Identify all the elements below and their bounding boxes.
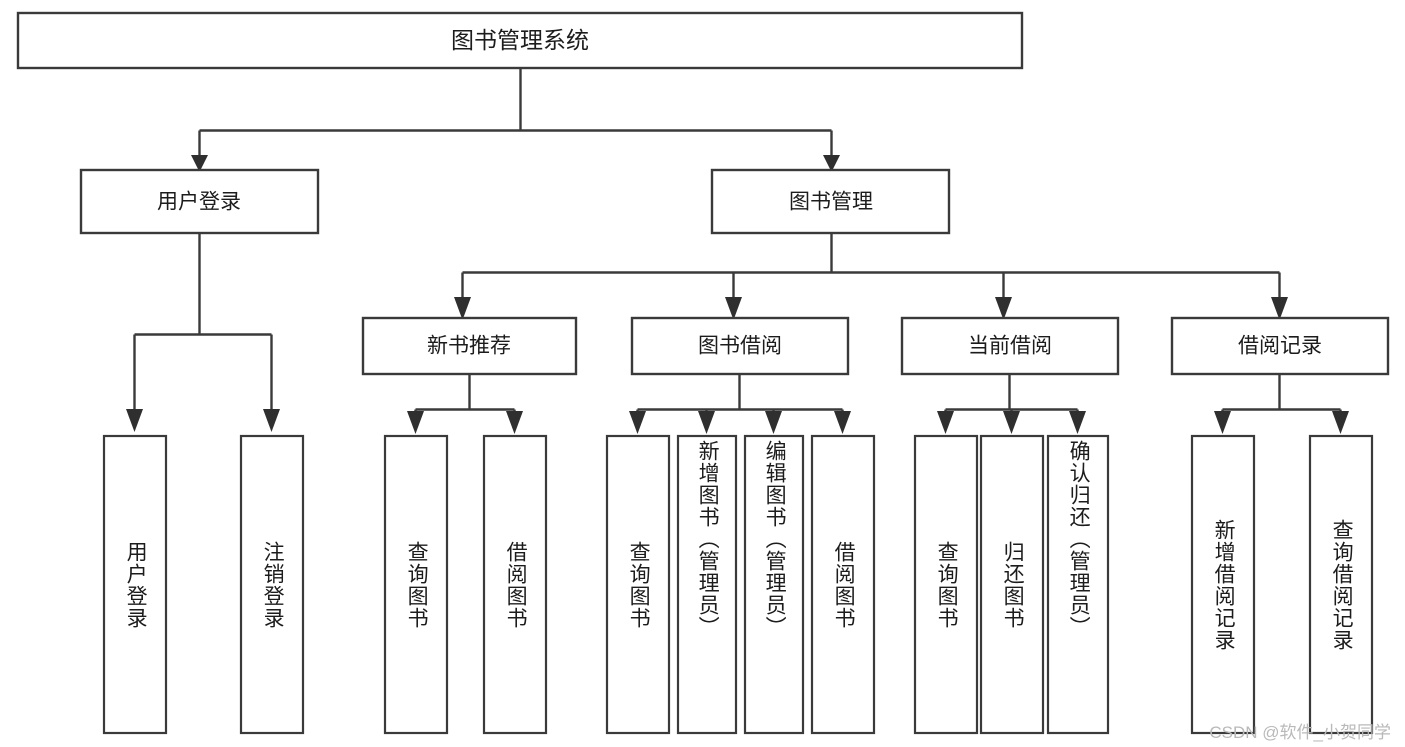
arrow-head-leaf-query-book-2: [629, 411, 646, 434]
arrow-head-leaf-borrow-book-2: [834, 411, 851, 434]
node-label-current-borrow: 当前借阅: [968, 335, 1052, 358]
node-label-book-borrow: 图书借阅: [698, 335, 782, 358]
node-box-leaf-query-book-2[interactable]: [605, 434, 671, 735]
node-box-leaf-add-record[interactable]: [1190, 434, 1256, 735]
node-label-root: 图书管理系统: [451, 27, 589, 53]
node-box-leaf-add-book[interactable]: [676, 434, 738, 735]
node-label-user-login: 用户登录: [157, 191, 241, 214]
node-box-book-management[interactable]: [710, 168, 951, 235]
arrow-head-leaf-query-book-1: [407, 411, 424, 434]
node-box-leaf-return-book[interactable]: [979, 434, 1045, 735]
node-box-current-borrow[interactable]: [900, 316, 1120, 376]
connector-layer: [126, 68, 1349, 434]
arrow-head-leaf-query-book-3: [937, 411, 954, 434]
node-box-leaf-borrow-book-2[interactable]: [810, 434, 876, 735]
arrow-head-leaf-add-book: [698, 411, 715, 434]
arrow-head-book-management: [823, 155, 840, 172]
arrow-head-leaf-edit-book: [765, 411, 782, 434]
node-box-leaf-borrow-book-1[interactable]: [482, 434, 548, 735]
arrow-head-leaf-borrow-book-1: [506, 411, 523, 434]
node-box-root[interactable]: [16, 11, 1024, 70]
arrow-head-new-book-recommend: [454, 297, 471, 320]
node-box-leaf-edit-book[interactable]: [743, 434, 805, 735]
node-box-leaf-confirm-return[interactable]: [1046, 434, 1110, 735]
arrow-head-leaf-user-login: [126, 409, 143, 432]
arrow-head-book-borrow: [725, 297, 742, 320]
node-box-leaf-query-book-1[interactable]: [383, 434, 449, 735]
node-label-new-book-recommend: 新书推荐: [427, 335, 511, 358]
node-box-leaf-query-record[interactable]: [1308, 434, 1374, 735]
arrow-head-leaf-logout: [263, 409, 280, 432]
node-box-leaf-user-login[interactable]: [102, 434, 168, 735]
arrow-head-current-borrow: [995, 297, 1012, 320]
arrow-head-borrow-record: [1271, 297, 1288, 320]
node-label-book-management: 图书管理: [789, 191, 873, 214]
arrow-head-leaf-add-record: [1214, 411, 1231, 434]
arrow-head-user-login: [191, 155, 208, 172]
node-layer: 图书管理系统 用户登录 图书管理 新书推荐 图书借阅 当前借阅 借阅记录: [16, 11, 1390, 735]
arrow-head-leaf-confirm-return: [1069, 411, 1086, 434]
node-box-leaf-query-book-3[interactable]: [913, 434, 979, 735]
node-box-book-borrow[interactable]: [630, 316, 850, 376]
node-box-user-login[interactable]: [79, 168, 320, 235]
watermark-text: CSDN @软件_小贺同学: [1209, 723, 1391, 742]
node-label-borrow-record: 借阅记录: [1238, 335, 1322, 358]
node-box-new-book-recommend[interactable]: [361, 316, 578, 376]
node-box-leaf-logout[interactable]: [239, 434, 305, 735]
arrow-head-leaf-query-record: [1332, 411, 1349, 434]
arrow-head-leaf-return-book: [1003, 411, 1020, 434]
node-box-borrow-record[interactable]: [1170, 316, 1390, 376]
